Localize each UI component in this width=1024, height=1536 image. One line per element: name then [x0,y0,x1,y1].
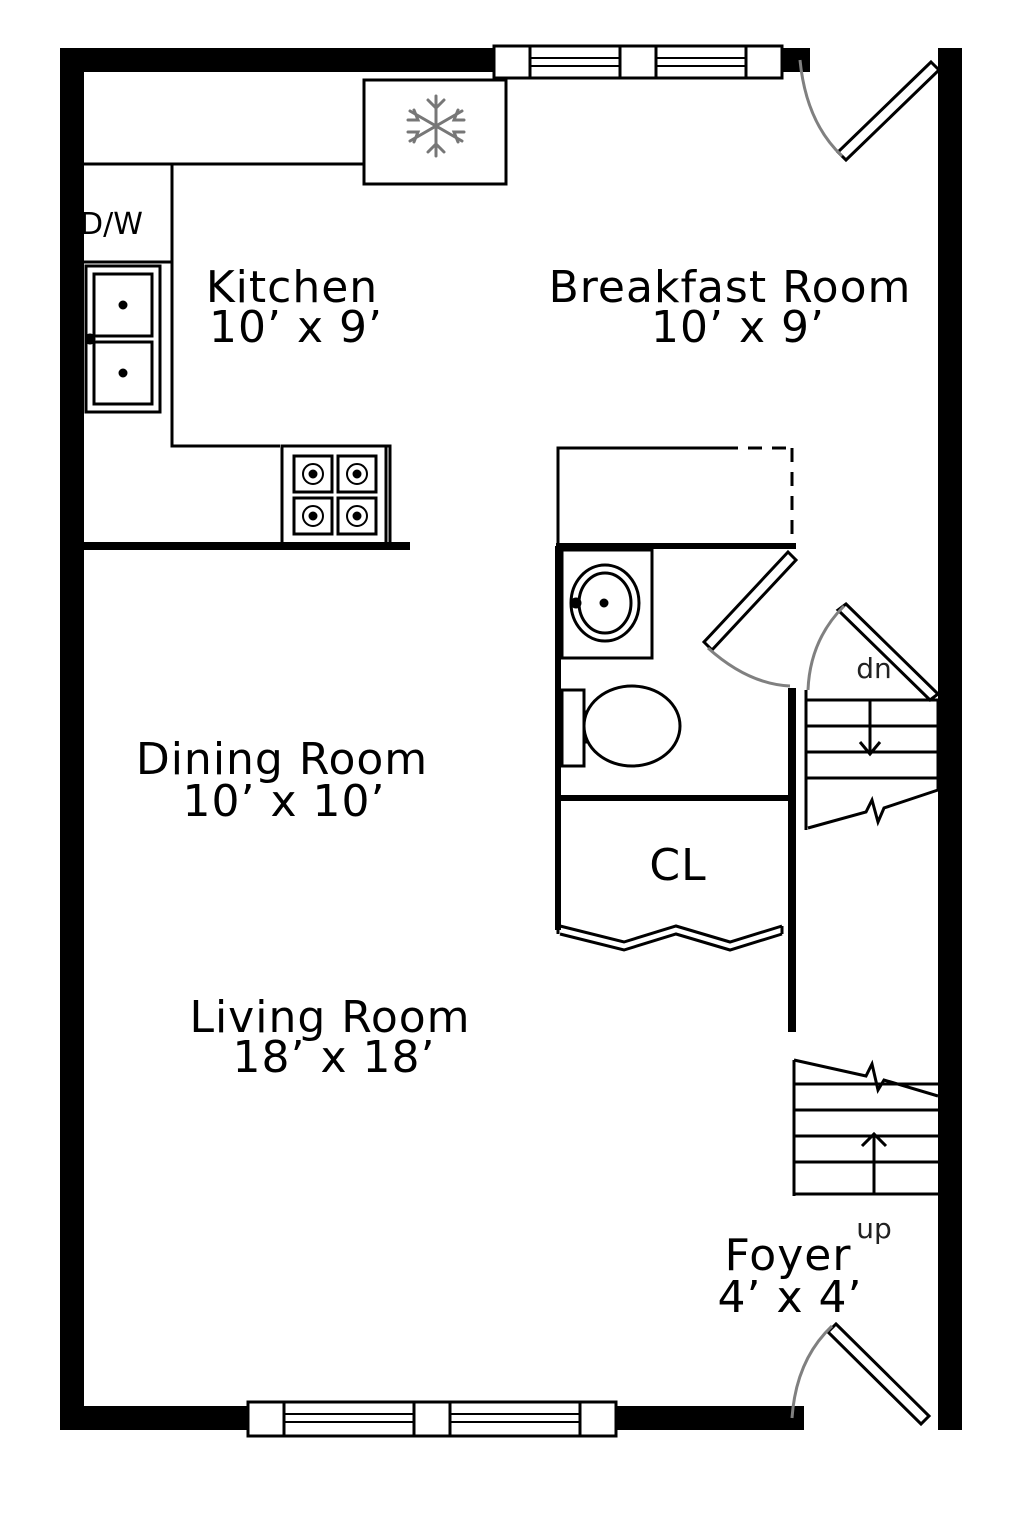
snowflake-icon [406,94,466,158]
powder-room-door [701,549,799,688]
stairs-down-label: dn [856,652,892,685]
closet-label: CL [649,840,706,891]
toilet-icon [560,684,682,768]
dining-room-name: Dining Room [136,734,428,785]
bottom-window [246,1400,618,1438]
sink-icon [84,264,162,414]
stairs-down [804,602,941,830]
stairs-door-swing [806,604,846,691]
kitchen-name: Kitchen [206,262,378,313]
stairs-up [792,1058,939,1196]
living-room-size: 18’ x 18’ [233,1032,436,1083]
kitchen-label: Kitchen 10’ x 9’ [206,262,383,353]
stove-icon [280,444,392,546]
breakfast-room-size: 10’ x 9’ [651,302,825,353]
dining-room-label: Dining Room 10’ x 10’ [136,734,428,827]
living-room-name: Living Room [189,992,470,1043]
foyer-size: 4’ x 4’ [718,1272,863,1323]
closet-bifold-doors [556,924,784,952]
vanity-sink-icon [560,548,654,660]
breakfast-room-name: Breakfast Room [549,262,912,313]
dishwasher-label: D/W [80,207,143,242]
dining-room-size: 10’ x 10’ [183,776,386,827]
front-door [790,1321,932,1427]
foyer-label: Foyer 4’ x 4’ [718,1230,863,1323]
top-window [492,44,784,80]
exterior-walls [60,48,962,1430]
living-room-label: Living Room 18’ x 18’ [189,992,470,1083]
back-door [798,59,942,163]
kitchen-size: 10’ x 9’ [209,302,383,353]
breakfast-room-label: Breakfast Room 10’ x 9’ [549,262,912,353]
foyer-name: Foyer [725,1230,852,1281]
powder-room-walls [555,446,796,1032]
stairs-up-label: up [856,1212,892,1245]
